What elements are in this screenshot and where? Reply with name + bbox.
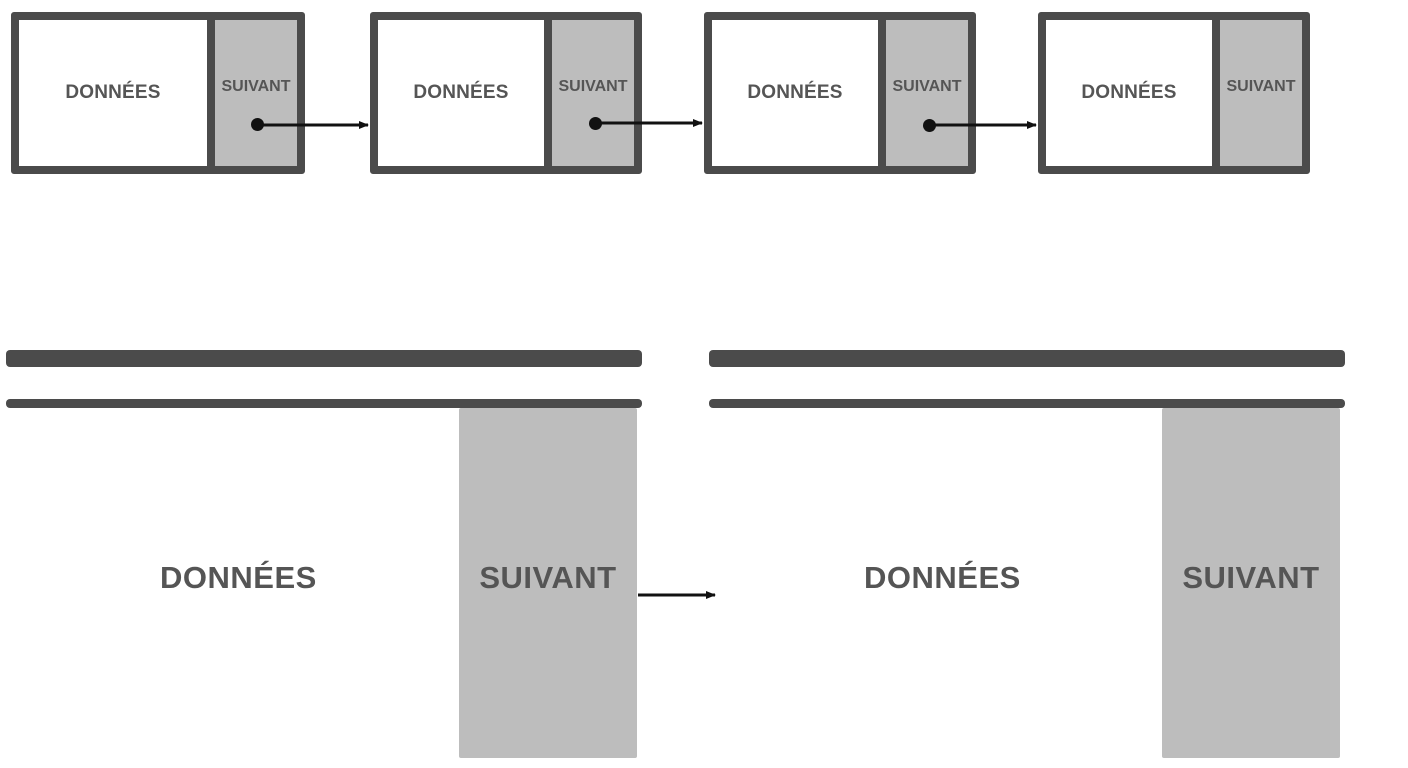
top-node-4: DONNÉES SUIVANT xyxy=(1038,12,1310,174)
bottom-node-1-inner-border xyxy=(6,399,642,408)
top-node-3-next-label: SUIVANT xyxy=(892,78,962,95)
top-node-1-next-cell: SUIVANT xyxy=(215,20,297,166)
top-node-1-next-label: SUIVANT xyxy=(221,78,291,95)
top-node-2: DONNÉES SUIVANT xyxy=(370,12,642,174)
top-node-3: DONNÉES SUIVANT xyxy=(704,12,976,174)
bottom-node-2-top-border xyxy=(709,350,1345,367)
top-node-2-next-cell: SUIVANT xyxy=(552,20,634,166)
top-node-4-divider xyxy=(1212,20,1220,166)
bottom-node-1-next-cell: SUIVANT xyxy=(459,408,637,758)
top-node-3-next-cell: SUIVANT xyxy=(886,20,968,166)
top-node-1-pointer-dot xyxy=(251,118,264,131)
top-node-3-divider xyxy=(878,20,886,166)
top-node-2-divider xyxy=(544,20,552,166)
top-node-2-pointer-dot xyxy=(589,117,602,130)
bottom-node-1-top-border xyxy=(6,350,642,367)
bottom-node-1-next-label: SUIVANT xyxy=(479,560,617,595)
bottom-node-2-next-label: SUIVANT xyxy=(1182,560,1320,595)
top-node-1-divider xyxy=(207,20,215,166)
top-node-3-data-label: DONNÉES xyxy=(747,82,843,103)
top-node-1-data-label: DONNÉES xyxy=(65,82,161,103)
bottom-node-2-data-label: DONNÉES xyxy=(864,560,1021,595)
top-node-4-data-label: DONNÉES xyxy=(1081,82,1177,103)
top-node-3-pointer-dot xyxy=(923,119,936,132)
top-node-2-data-label: DONNÉES xyxy=(413,82,509,103)
bottom-node-2-inner-border xyxy=(709,399,1345,408)
top-node-4-next-cell: SUIVANT xyxy=(1220,20,1302,166)
top-node-2-next-label: SUIVANT xyxy=(558,78,628,95)
top-node-4-next-label: SUIVANT xyxy=(1226,78,1296,95)
bottom-node-2-next-cell: SUIVANT xyxy=(1162,408,1340,758)
top-node-1: DONNÉES SUIVANT xyxy=(11,12,305,174)
bottom-node-1-data-label: DONNÉES xyxy=(160,560,317,595)
